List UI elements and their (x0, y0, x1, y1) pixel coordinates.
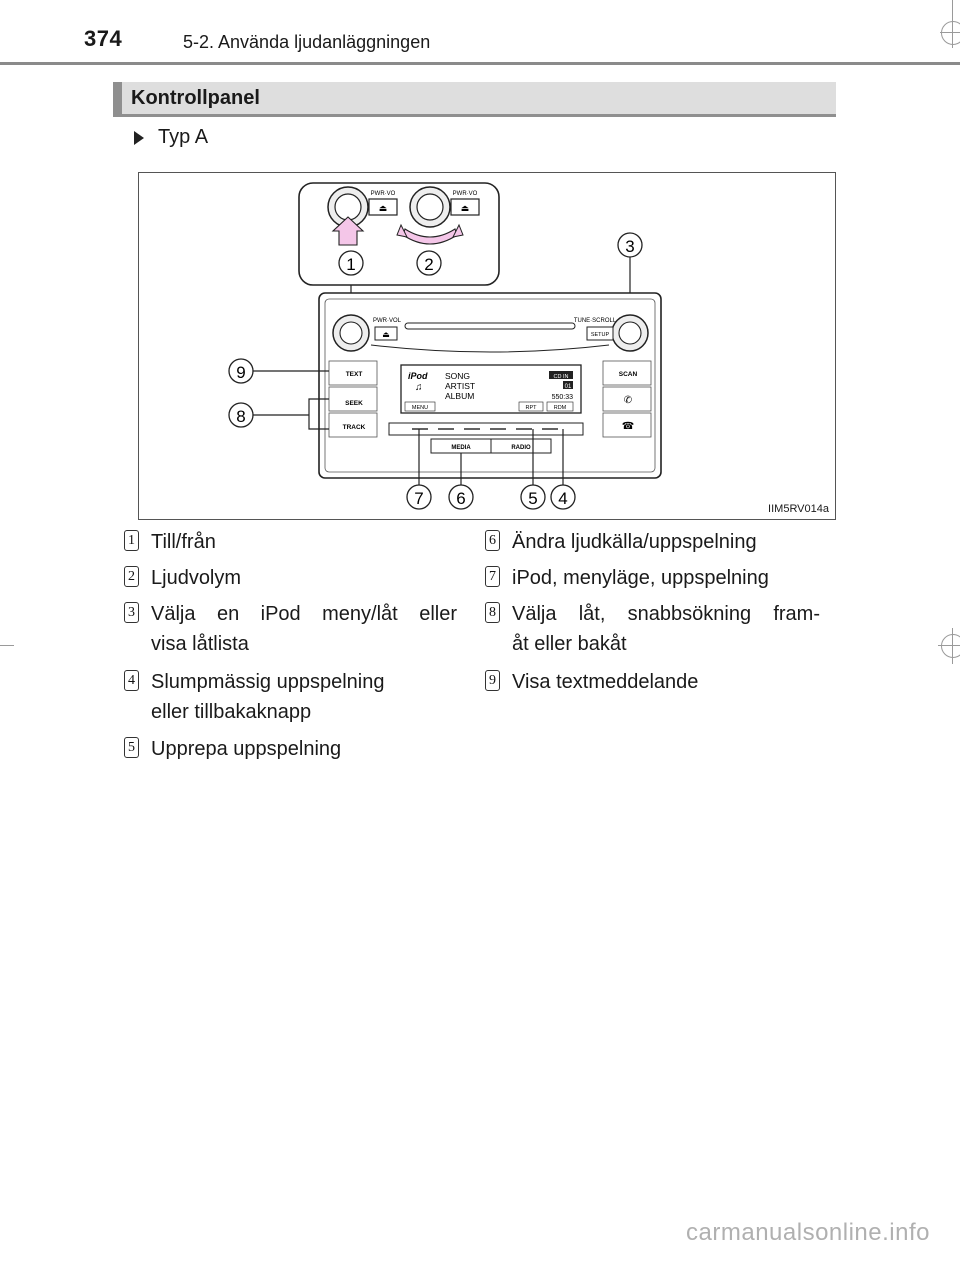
svg-text:♫: ♫ (415, 382, 423, 393)
callout-5-label: 5 (528, 489, 537, 508)
menu-label: MENU (412, 405, 428, 411)
legend-text: Upprepa uppspelning (151, 738, 342, 760)
callout-9-label: 9 (236, 363, 245, 382)
legend-number: 6 (485, 530, 500, 551)
section-title: Kontrollpanel (131, 87, 260, 109)
rpt-label: RPT (526, 405, 538, 411)
scan-button-label: SCAN (619, 371, 638, 378)
callout-7 (406, 484, 432, 510)
callout-2 (416, 250, 442, 276)
callout-3-label: 3 (625, 237, 634, 256)
legend-number: 7 (485, 566, 500, 587)
legend-text: iPod, menyläge, uppspelning (512, 567, 769, 589)
display-artist: ARTIST (445, 381, 475, 391)
header-rule (0, 62, 960, 65)
callout-4-label: 4 (558, 489, 567, 508)
callout-2-label: 2 (424, 255, 433, 274)
legend-item: 6 Ändra ljudkälla/uppspelning (485, 527, 830, 557)
figure-code: IIM5RV014a (768, 503, 829, 515)
display-album: ALBUM (445, 391, 474, 401)
legend-item: 9 Visa textmeddelande (485, 667, 830, 697)
callout-6-label: 6 (456, 489, 465, 508)
svg-text:☎: ☎ (622, 421, 634, 432)
setup-label: SETUP (591, 332, 610, 338)
watermark: carmanualsonline.info (686, 1219, 930, 1246)
callout-8-label: 8 (236, 407, 245, 426)
legend-text: Välja låt, snabbsökning fram- (512, 603, 820, 625)
legend-item: 1 Till/från (124, 527, 464, 557)
callout-4 (550, 484, 576, 510)
callout-1-label: 1 (346, 255, 355, 274)
legend-number: 4 (124, 670, 139, 691)
legend-text: visa låtlista (151, 633, 249, 655)
svg-text:⏏: ⏏ (379, 203, 388, 213)
legend-item: 3 Välja en iPod meny/låt eller visa låtl… (124, 599, 464, 659)
pwr-vo-left-label: PWR·VO (371, 191, 396, 197)
legend-number: 9 (485, 670, 500, 691)
svg-text:⏏: ⏏ (461, 203, 470, 213)
media-button-label: MEDIA (451, 445, 471, 451)
display-badge: CD IN (554, 374, 569, 380)
callout-6 (448, 484, 474, 510)
display-disc: 01 (565, 384, 572, 390)
crop-mark (941, 634, 960, 658)
legend-number: 1 (124, 530, 139, 551)
control-panel-figure: ⏏ PWR·VO ⏏ PWR·VO 1 2 3 (138, 172, 836, 520)
legend-text: Till/från (151, 531, 216, 553)
chapter-title: 5-2. Använda ljudanläggningen (183, 32, 431, 52)
radio-button-label: RADIO (511, 445, 531, 451)
crop-mark (0, 645, 14, 646)
legend-text: Visa textmeddelande (512, 671, 699, 693)
legend-item: 5 Upprepa uppspelning (124, 734, 464, 764)
track-label: TRACK (343, 424, 366, 431)
callout-1 (338, 250, 364, 276)
page-number: 374 (84, 26, 123, 51)
legend-text: Ljudvolym (151, 567, 242, 589)
legend-number: 8 (485, 602, 500, 623)
legend-number: 2 (124, 566, 139, 587)
section-marker (113, 82, 122, 117)
display-song: SONG (445, 371, 470, 381)
legend-item: 2 Ljudvolym (124, 563, 464, 593)
callout-7-label: 7 (414, 489, 423, 508)
radio-head-unit: PWR·VOL TUNE·SCROLL ⏏ SETUP TEXT SEEK TR… (318, 292, 662, 479)
legend-number: 5 (124, 737, 139, 758)
svg-text:⏏: ⏏ (382, 330, 390, 339)
tune-scroll-label: TUNE·SCROLL (574, 318, 617, 324)
display-time: 550:33 (552, 394, 574, 401)
legend-item: 7 iPod, menyläge, uppspelning (485, 563, 830, 593)
triangle-bullet-icon (134, 130, 144, 145)
crop-mark (941, 21, 960, 45)
legend-text: Ändra ljudkälla/uppspelning (512, 531, 757, 553)
seek-label: SEEK (345, 400, 363, 407)
pwr-vo-right-label: PWR·VO (453, 191, 478, 197)
rdm-label: RDM (554, 405, 567, 411)
legend-text: Välja en iPod meny/låt eller (151, 603, 457, 625)
legend-number: 3 (124, 602, 139, 623)
text-button-label: TEXT (346, 371, 363, 378)
legend-text: eller tillbakaknapp (151, 701, 312, 723)
radio-panel-illustration: ⏏ PWR·VO ⏏ PWR·VO 1 2 3 (228, 182, 662, 510)
legend-item: 4 Slumpmässig uppspelning eller tillbaka… (124, 667, 464, 727)
subsection-heading: Typ A (134, 126, 208, 149)
press-arrow-icon (331, 216, 365, 246)
svg-text:✆: ✆ (624, 395, 632, 406)
legend-text: åt eller bakåt (512, 633, 627, 655)
pwr-vol-label: PWR·VOL (373, 318, 402, 324)
knob-detail-box: ⏏ PWR·VO ⏏ PWR·VO (298, 182, 500, 286)
display-source: iPod (408, 371, 428, 381)
subsection-label: Typ A (158, 126, 209, 148)
section-heading-bar: Kontrollpanel (113, 82, 836, 117)
callout-5 (520, 484, 546, 510)
legend-text: Slumpmässig uppspelning (151, 671, 385, 693)
legend-item: 8 Välja låt, snabbsökning fram- åt eller… (485, 599, 830, 659)
